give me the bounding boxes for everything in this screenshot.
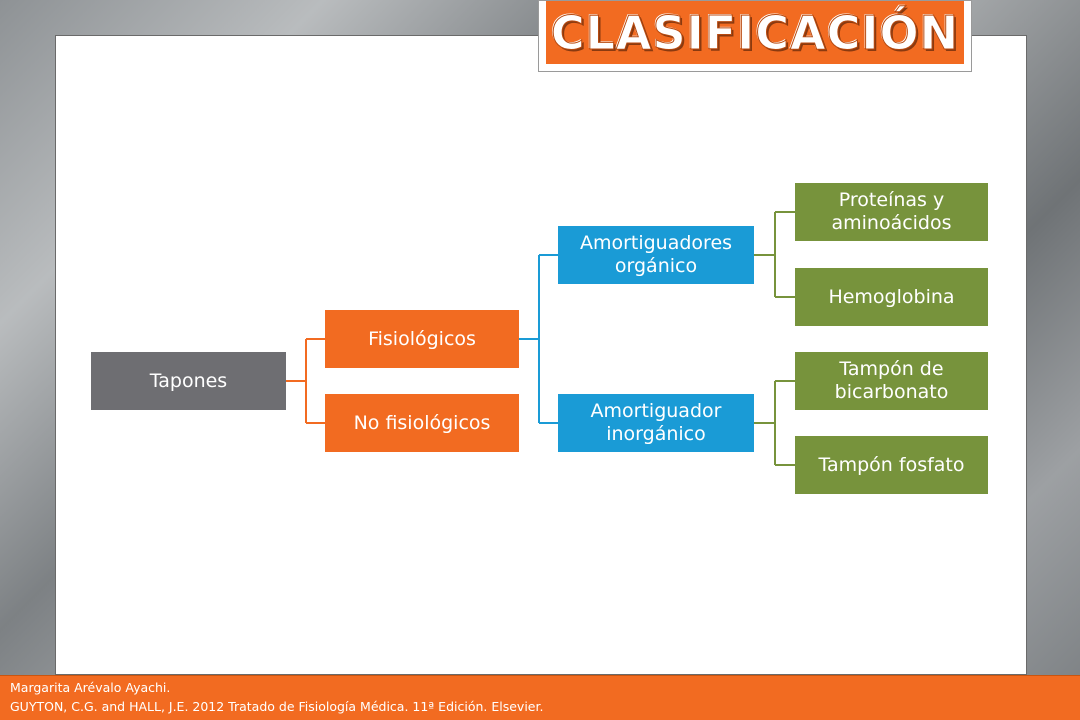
title-frame: CLASIFICACIÓN <box>538 0 972 72</box>
connector-organic-level3 <box>754 211 795 298</box>
connector-root-level1 <box>286 338 325 424</box>
connector-level1-level2 <box>519 254 558 424</box>
node-proteinas-aminoacidos: Proteínas y aminoácidos <box>795 183 988 241</box>
footer-author: Margarita Arévalo Ayachi. <box>10 680 171 695</box>
node-tampon-fosfato: Tampón fosfato <box>795 436 988 494</box>
connector-inorganic-level3 <box>754 380 795 466</box>
title-banner: CLASIFICACIÓN <box>546 1 964 64</box>
node-amortiguador-inorganico: Amortiguador inorgánico <box>558 394 754 452</box>
node-tampon-bicarbonato: Tampón de bicarbonato <box>795 352 988 410</box>
node-tapones: Tapones <box>91 352 286 410</box>
node-amortiguadores-organico: Amortiguadores orgánico <box>558 226 754 284</box>
node-hemoglobina: Hemoglobina <box>795 268 988 326</box>
page-title: CLASIFICACIÓN <box>550 5 960 60</box>
node-no-fisiologicos: No fisiológicos <box>325 394 519 452</box>
footer-reference: GUYTON, C.G. and HALL, J.E. 2012 Tratado… <box>10 699 544 714</box>
footer-bar: Margarita Arévalo Ayachi. GUYTON, C.G. a… <box>0 675 1080 720</box>
node-fisiologicos: Fisiológicos <box>325 310 519 368</box>
